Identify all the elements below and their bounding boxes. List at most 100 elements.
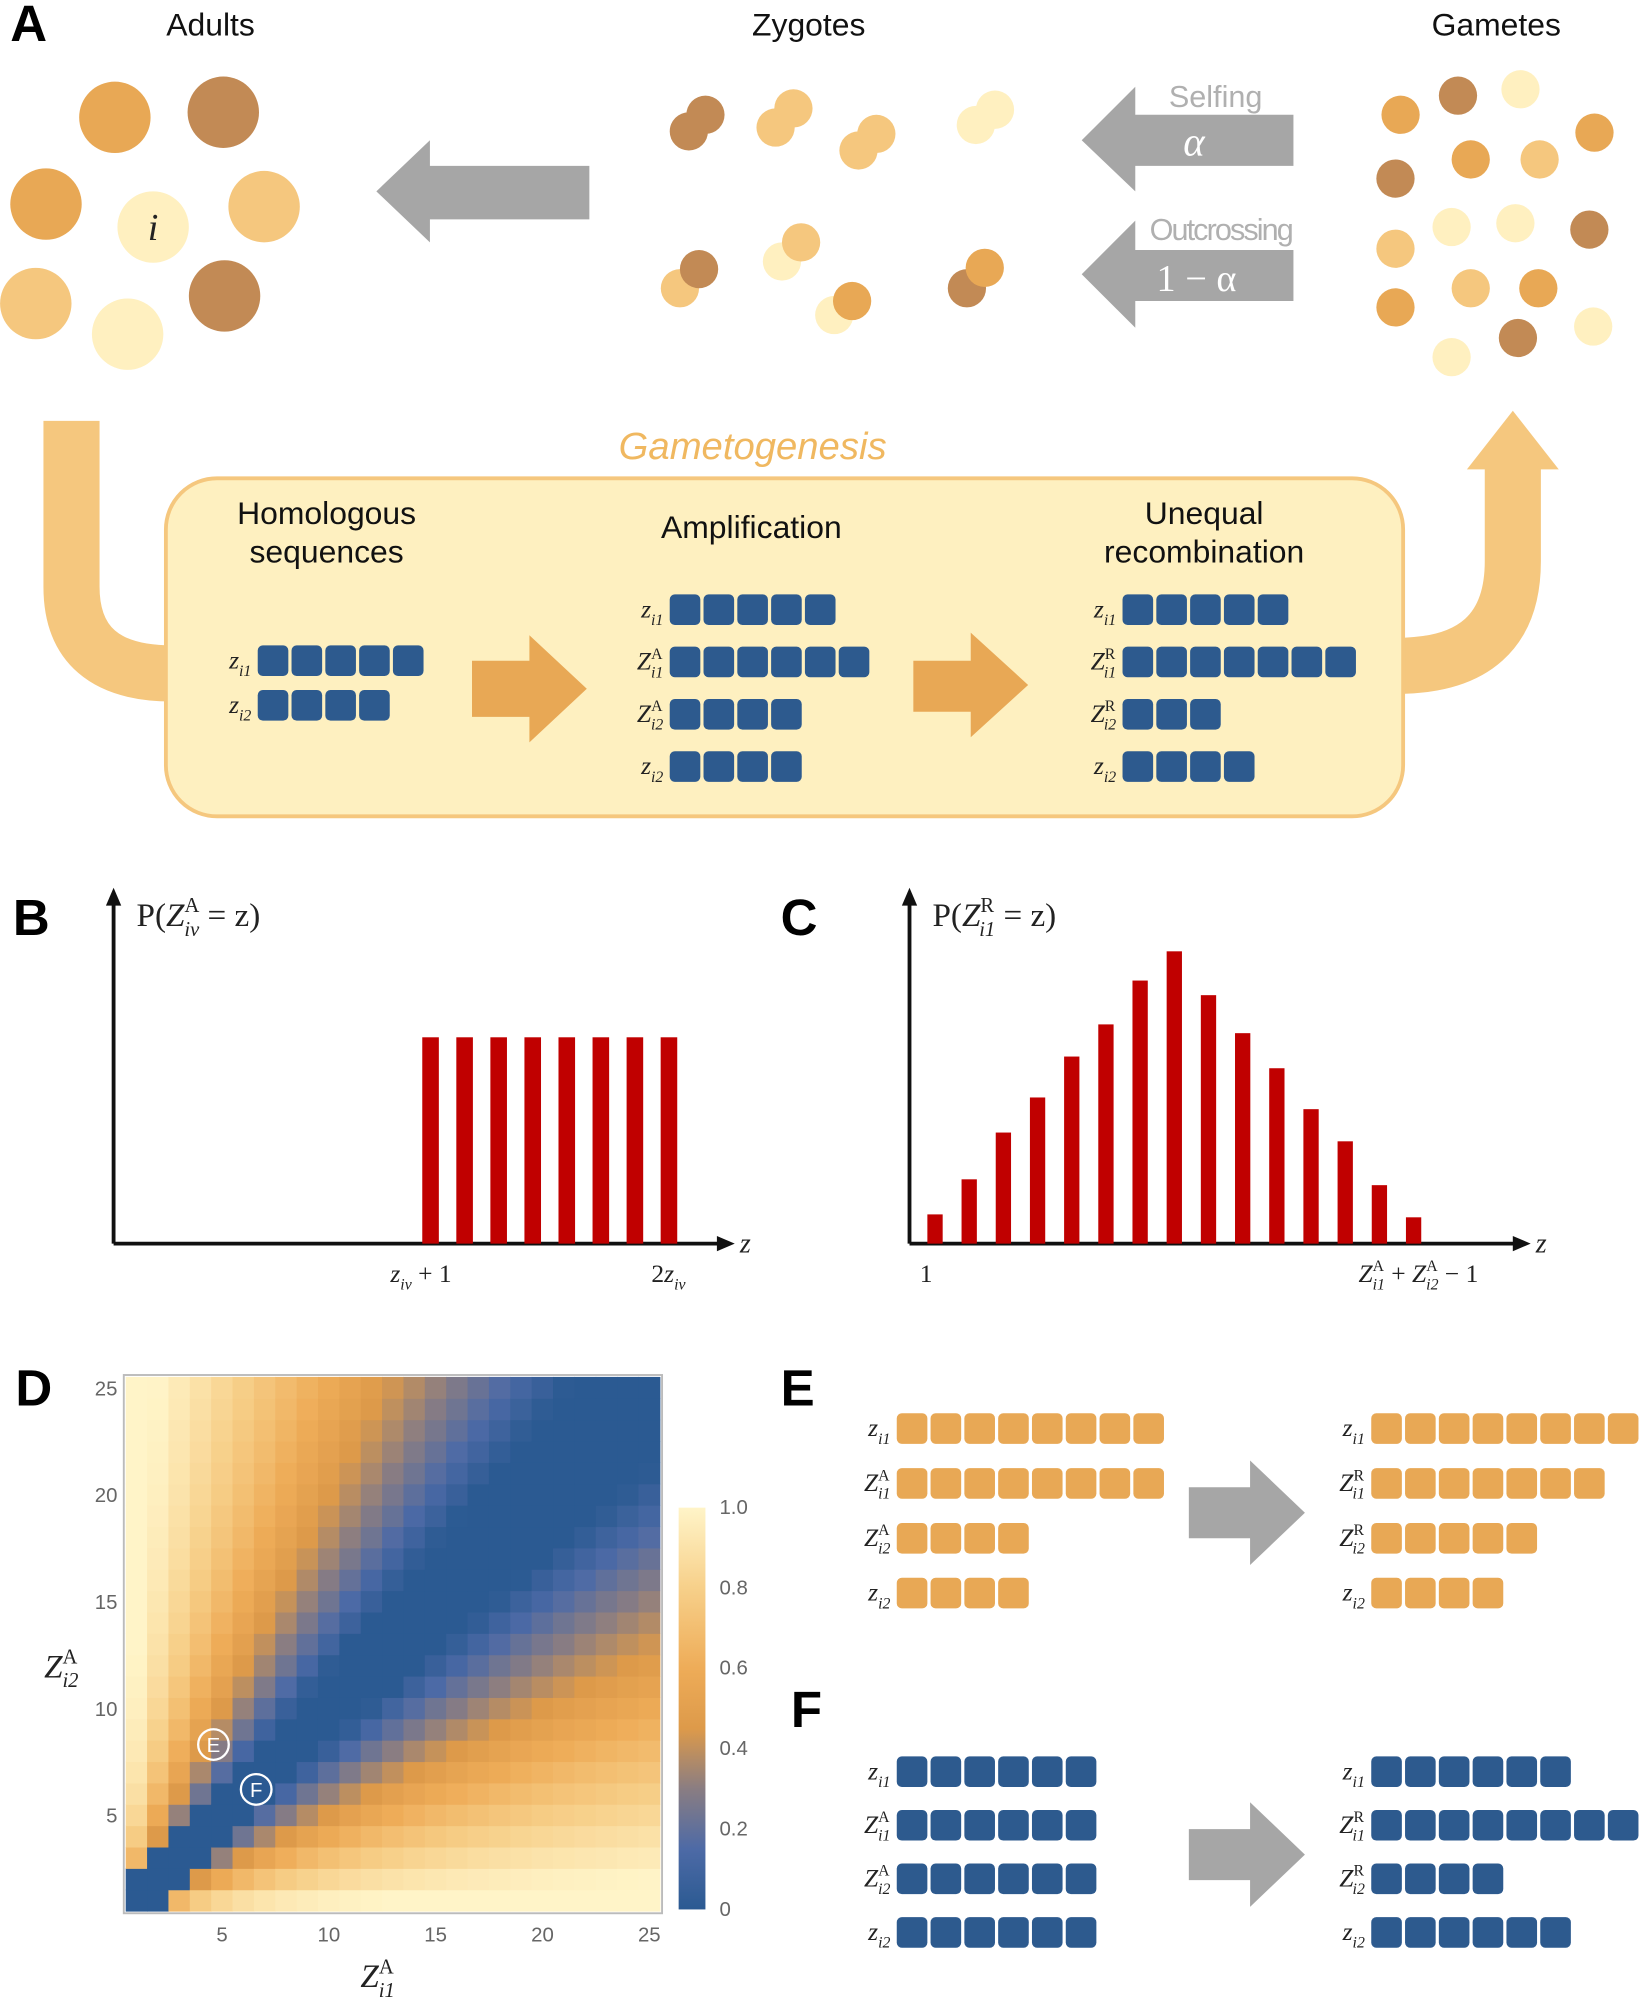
bar [1064,1056,1080,1244]
sequence-block [896,1577,928,1609]
heatmap-cell [211,1376,234,1399]
heatmap-cell [617,1569,640,1592]
math-symbol: Z [1091,647,1106,676]
heatmap-cell [360,1761,383,1784]
math-symbol: Z [864,1523,879,1552]
heatmap-cell [574,1676,597,1698]
sequence-label: zi2 [1342,1917,1365,1952]
heatmap-cell [638,1547,661,1570]
heatmap-cell [275,1782,298,1805]
heatmap-cell [275,1654,298,1677]
sequence-block [930,1917,962,1948]
math-symbol: Z [1358,1259,1373,1288]
selfing-label: Selfing [1169,80,1263,114]
heatmap-cell [189,1825,212,1848]
heatmap-cell [275,1676,298,1698]
sequence-block [998,1917,1029,1948]
sequence-block [703,751,735,782]
heatmap-cell [147,1868,170,1891]
sequence-block [1506,1809,1538,1841]
sequence-label: zi1 [867,1413,890,1448]
heatmap-cell [424,1398,447,1421]
math-symbol: Z [1091,699,1106,728]
heatmap-cell [488,1462,511,1485]
heatmap-cell [275,1825,298,1848]
heatmap-cell [638,1590,661,1613]
heatmap-cell [360,1547,383,1570]
heatmap-cell [638,1526,661,1549]
heatmap-cell [510,1846,533,1869]
sequence-block [737,698,768,730]
y-tick-label: 10 [95,1699,118,1721]
heatmap-cell [339,1483,362,1506]
heatmap-cell [446,1676,469,1698]
heatmap-cell [553,1804,575,1827]
sequence-row: zi2 [1093,751,1255,786]
heatmap-cell [638,1419,661,1442]
math-symbol: Z [44,1648,63,1685]
heatmap-cell [595,1868,618,1891]
sequence-block [1156,698,1187,730]
heatmap-cell [403,1611,426,1634]
heatmap-cell [446,1740,469,1763]
sequence-block [1099,1468,1131,1499]
sequence-block [1574,1468,1605,1499]
heatmap-cell [553,1718,575,1741]
heatmap-cell [275,1761,298,1784]
x-axis-label: z [1535,1229,1547,1260]
heatmap-cell [531,1547,554,1570]
heatmap-cell [296,1505,319,1528]
heatmap-cell [168,1889,191,1912]
heatmap-cell [339,1825,362,1848]
math-superscript: A [184,895,199,917]
heatmap-cell [531,1526,554,1549]
sequence-block [1540,1413,1571,1444]
math-subscript: iv [674,1277,686,1294]
heatmap-cell [211,1441,234,1463]
math-subscript: i2 [239,708,251,725]
heatmap-cell [275,1804,298,1827]
heatmap-cell [189,1526,212,1549]
heatmap-cell [211,1569,234,1592]
heatmap-cell [125,1398,148,1421]
heatmap-cell [317,1590,340,1613]
heatmap-cell [360,1441,383,1463]
sequence-block [896,1522,928,1554]
bar [1029,1097,1046,1244]
sequence-block [1133,1413,1164,1444]
annotation-e: E [197,1728,230,1762]
heatmap-cell [446,1611,469,1634]
sequence-block [1122,646,1154,678]
heatmap-cell [211,1718,234,1741]
heatmap-cell [147,1804,170,1827]
heatmap-cell [275,1569,298,1592]
math-subscript: i2 [651,769,663,786]
heatmap-cell [617,1462,640,1485]
heatmap-cell [617,1441,640,1463]
heatmap-cell [360,1590,383,1613]
heatmap-cell [147,1633,170,1656]
selfing-arrow [1081,86,1294,192]
heatmap-cell [531,1697,554,1720]
heatmap-cell [211,1462,234,1485]
heatmap-cell [510,1782,533,1805]
sequence-block [998,1756,1029,1787]
math-superscript: R [1105,698,1116,715]
gametogenesis-to-gametes-arrowhead [1466,410,1559,470]
heatmap-cell [446,1547,469,1570]
heatmap-cell [446,1526,469,1549]
sequence-block [1325,646,1356,678]
heatmap-cell [317,1547,340,1570]
heatmap-cell [403,1419,426,1442]
sequence-block [930,1809,962,1841]
heatmap-cell [617,1782,640,1805]
heatmap-cell [595,1398,618,1421]
heatmap-cell [125,1462,148,1485]
sequence-block [1133,1468,1164,1499]
panel-f-arrow [1188,1802,1305,1907]
math-subscript: i2 [1353,1935,1365,1952]
heatmap-cell [382,1633,405,1656]
sequence-block [1438,1809,1470,1841]
